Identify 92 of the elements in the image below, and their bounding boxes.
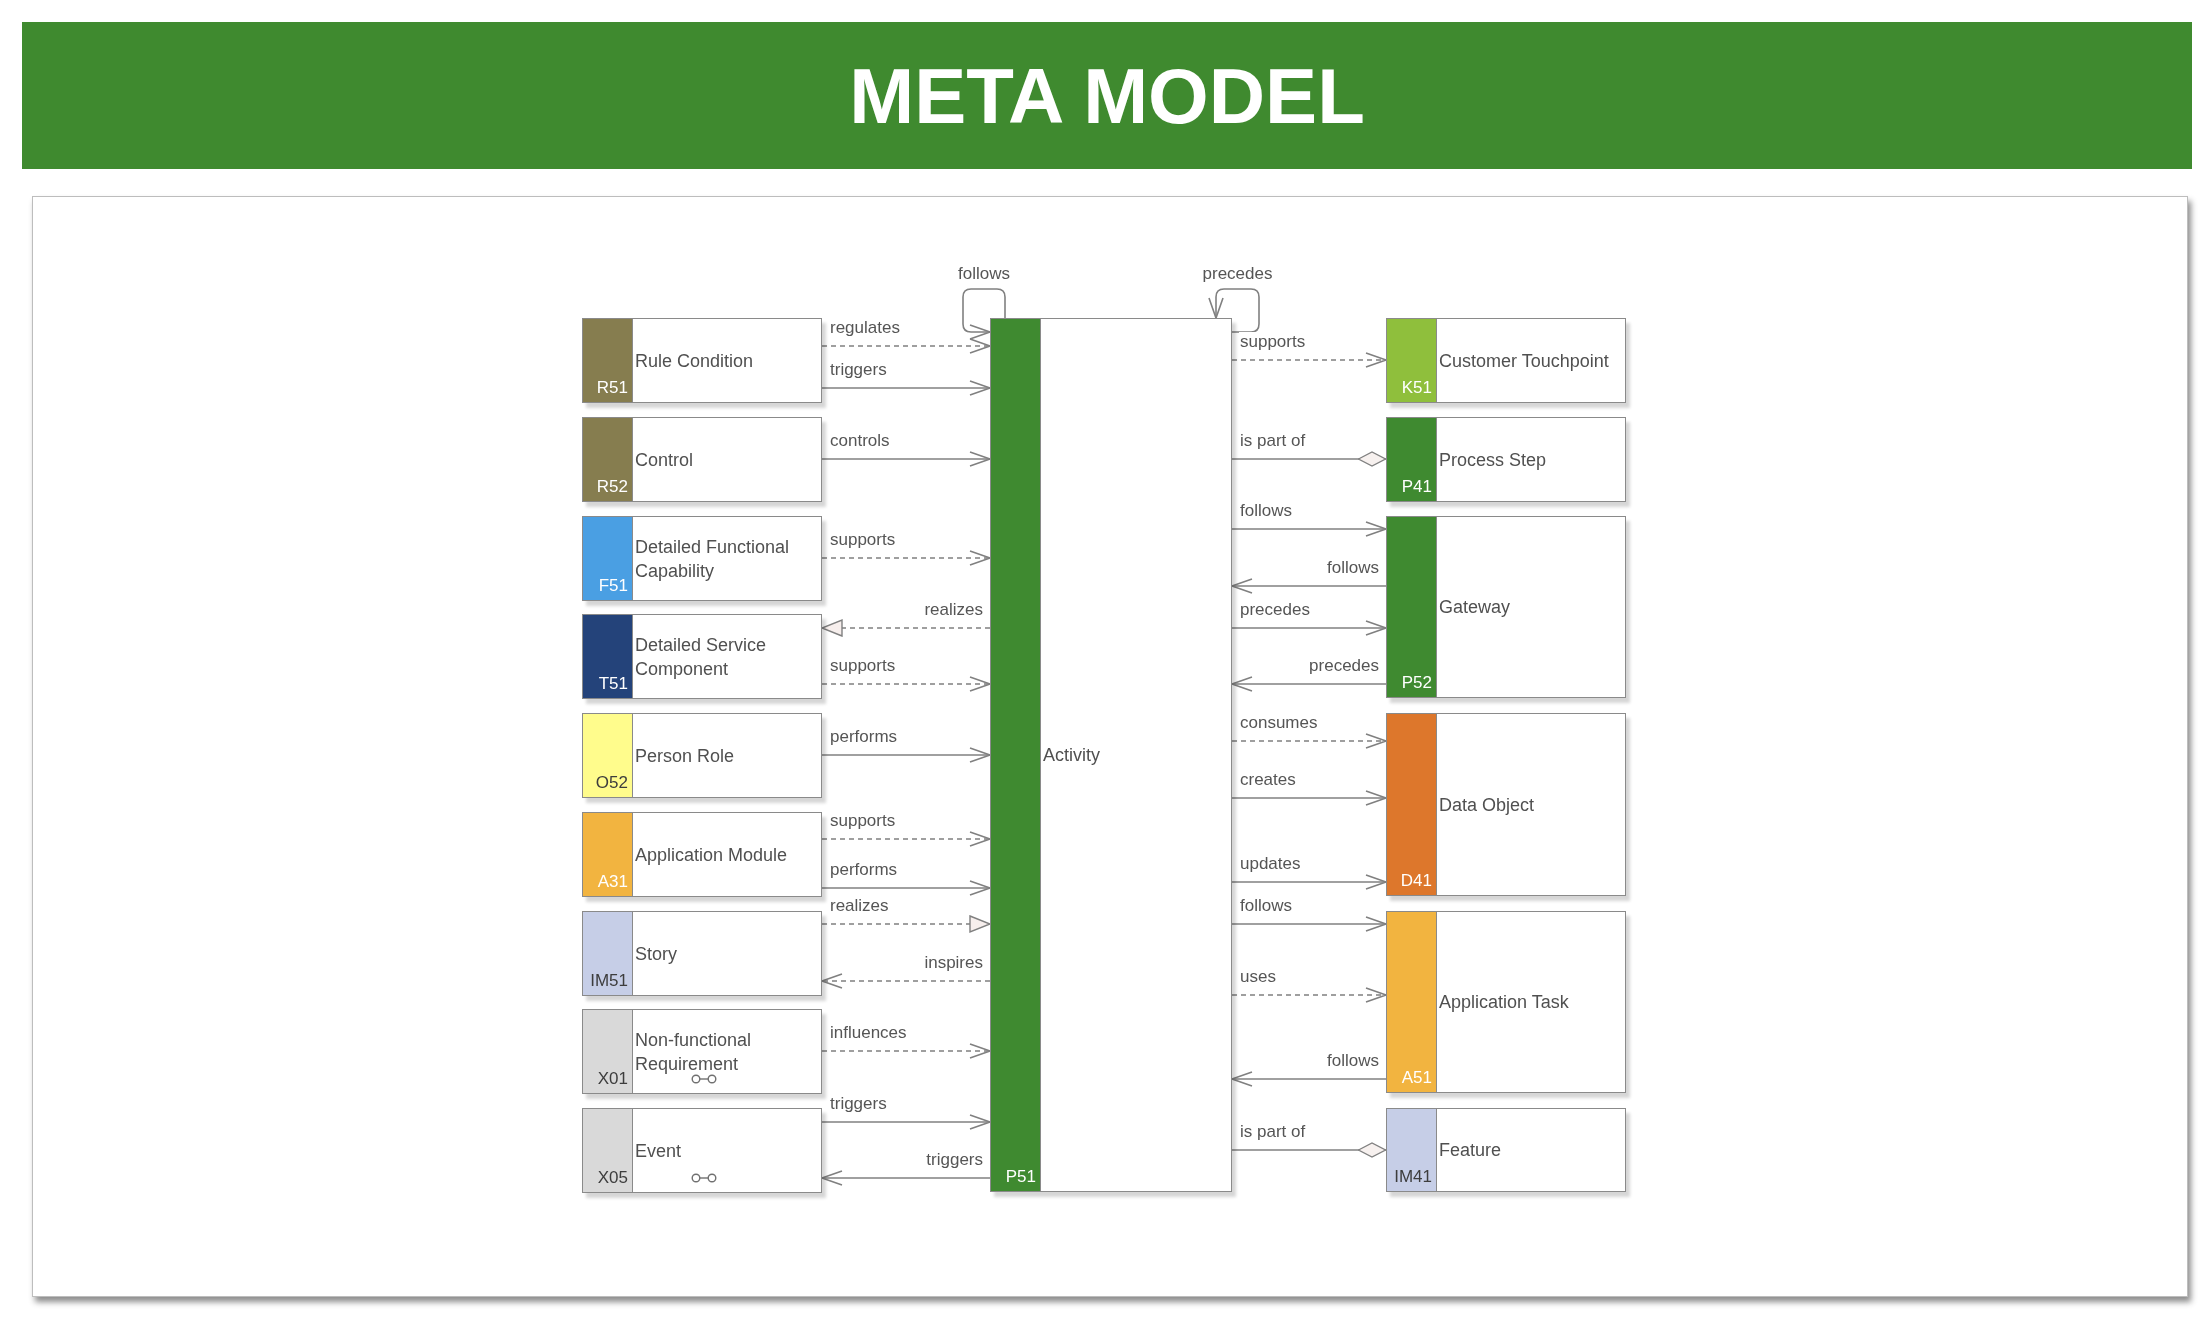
- arrow: [821, 380, 991, 396]
- object-box: [582, 516, 822, 601]
- loop-arrow: [1208, 288, 1260, 333]
- element-code: P51: [1005, 1168, 1036, 1186]
- node-label: Control: [635, 448, 695, 472]
- object-box: [582, 1108, 822, 1193]
- object-box: [582, 1009, 822, 1094]
- arrow: [821, 747, 991, 763]
- edge-label: is part of: [1239, 1122, 1307, 1142]
- node-label: Data Object: [1439, 793, 1536, 817]
- edge-label: precedes: [1201, 264, 1274, 284]
- arrow: [821, 451, 991, 467]
- element-code: R52: [596, 478, 628, 496]
- arrow: [1231, 521, 1387, 537]
- object-box: [1386, 417, 1626, 502]
- arrow: [1231, 916, 1387, 932]
- edge-label: regulates: [829, 318, 901, 338]
- element-code: P52: [1401, 674, 1432, 692]
- element-code: IM41: [1394, 1168, 1432, 1186]
- node-label: Person Role: [635, 744, 736, 768]
- edge-label: triggers: [829, 1094, 888, 1114]
- arrow: [821, 338, 991, 354]
- object-box: [990, 318, 1232, 1192]
- element-code: F51: [598, 577, 628, 595]
- object-box: [582, 812, 822, 897]
- arrow: [821, 1170, 991, 1186]
- element-code: IM51: [590, 972, 628, 990]
- arrow: [1231, 987, 1387, 1003]
- node-label: Rule Condition: [635, 349, 755, 373]
- object-box: [582, 911, 822, 996]
- element-code: X01: [597, 1070, 628, 1088]
- arrow: [821, 880, 991, 896]
- arrow: [1231, 733, 1387, 749]
- arrow: [821, 1043, 991, 1059]
- element-code: A31: [597, 873, 628, 891]
- node-label: Activity: [1043, 744, 1101, 767]
- object-box: [1386, 911, 1626, 1093]
- arrow: [1231, 1071, 1387, 1087]
- element-code: A51: [1401, 1069, 1432, 1087]
- element-code: X05: [597, 1169, 628, 1187]
- object-box: [1386, 318, 1626, 403]
- object-box: [1386, 516, 1626, 698]
- edge-label: precedes: [1239, 600, 1311, 620]
- arrow: [1231, 578, 1387, 594]
- node-label: Customer Touchpoint: [1439, 349, 1610, 373]
- edge-label: performs: [829, 727, 899, 747]
- element-code: T51: [598, 675, 628, 693]
- element-code: K51: [1401, 379, 1432, 397]
- aggregation-line: [1231, 451, 1387, 467]
- arrow: [1231, 352, 1387, 368]
- node-label: Application Module: [635, 843, 789, 867]
- arrow: [1231, 676, 1387, 692]
- arrow: [1231, 874, 1387, 890]
- node-label: Non-functional Requirement: [635, 1028, 753, 1076]
- diagram-title: META MODEL: [849, 56, 1365, 135]
- object-box: [1386, 1108, 1626, 1192]
- object-box: [582, 417, 822, 502]
- arrow: [821, 973, 991, 989]
- edge-label: precedes: [1308, 656, 1380, 676]
- element-code: R51: [596, 379, 628, 397]
- node-label: Application Task: [1439, 991, 1570, 1014]
- edge-label: is part of: [1239, 431, 1307, 451]
- arrow: [821, 550, 991, 566]
- edge-label: supports: [1239, 332, 1307, 352]
- node-label: Event: [635, 1139, 683, 1163]
- arrow: [821, 915, 991, 933]
- edge-label: updates: [1239, 854, 1302, 874]
- object-box: [582, 318, 822, 403]
- edge-label: triggers: [829, 360, 888, 380]
- arrow: [1231, 620, 1387, 636]
- arrow: [821, 1114, 991, 1130]
- element-code: O52: [595, 774, 628, 792]
- edge-label: triggers: [925, 1150, 984, 1170]
- edge-label: performs: [829, 860, 899, 880]
- node-label: Detailed Service Component: [635, 633, 768, 681]
- arrow: [821, 676, 991, 692]
- object-box: [1386, 713, 1626, 896]
- node-label: Story: [635, 942, 678, 966]
- edge-label: inspires: [923, 953, 984, 973]
- arrow: [1231, 790, 1387, 806]
- aggregation-line: [1231, 1142, 1387, 1158]
- node-label: Feature: [1439, 1139, 1503, 1162]
- node-label: Process Step: [1439, 448, 1548, 472]
- object-box: [582, 614, 822, 699]
- loop-arrow: [962, 288, 1006, 340]
- object-box: [582, 713, 822, 798]
- element-code: P41: [1401, 478, 1432, 496]
- node-label: Gateway: [1439, 596, 1512, 619]
- element-code: D41: [1400, 872, 1432, 890]
- arrow: [821, 619, 991, 637]
- node-label: Detailed Functional Capability: [635, 535, 791, 583]
- arrow: [821, 831, 991, 847]
